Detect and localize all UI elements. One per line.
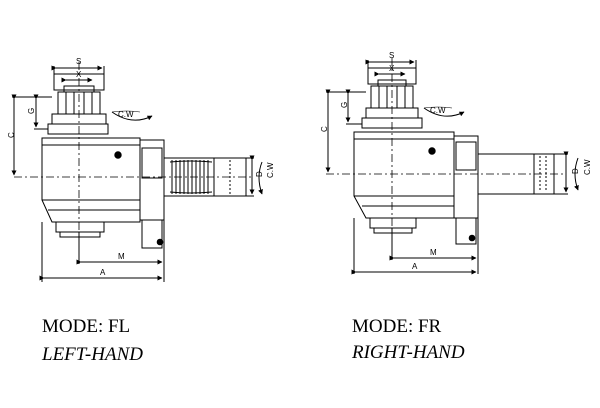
right-tool-drawing	[325, 58, 579, 275]
right-dim-s: S	[389, 51, 394, 60]
right-rotation-arrow-icon	[423, 107, 465, 117]
left-tool-drawing	[11, 62, 263, 282]
left-rotation-label: C.W	[118, 110, 134, 119]
right-rotation-label: C.W	[430, 106, 446, 115]
left-dim-m: M	[118, 252, 125, 261]
left-dim-x: X	[76, 70, 82, 79]
right-dim-d: D	[571, 168, 580, 174]
left-rotation-arrow-icon	[111, 111, 153, 121]
right-hand-caption: RIGHT-HAND	[352, 342, 465, 363]
left-dim-g: G	[27, 108, 36, 114]
right-spindle-rotation-arrow-icon	[574, 157, 579, 191]
right-spindle-rotation-label: C.W	[583, 159, 592, 175]
left-dim-a: A	[100, 268, 106, 277]
left-dim-s: S	[76, 57, 81, 66]
left-mode-caption: MODE: FL	[42, 316, 131, 337]
left-spindle-rotation-arrow-icon	[258, 161, 263, 195]
left-tool-body	[41, 137, 141, 238]
left-collet-nut	[47, 73, 109, 135]
left-hand-caption: LEFT-HAND	[42, 344, 143, 365]
left-spindle-rotation-label: C.W	[266, 162, 275, 178]
right-dim-m: M	[430, 248, 437, 257]
left-side-flange	[139, 139, 165, 249]
right-dim-x: X	[389, 64, 395, 73]
right-dim-g: G	[340, 102, 349, 108]
left-dim-d: D	[255, 171, 264, 177]
right-dim-c: C	[320, 126, 329, 132]
right-tool-body	[353, 131, 455, 234]
right-dim-a: A	[412, 262, 418, 271]
right-mode-caption: MODE: FR	[352, 316, 442, 337]
right-side-flange	[453, 135, 479, 245]
left-dim-c: C	[7, 132, 16, 138]
